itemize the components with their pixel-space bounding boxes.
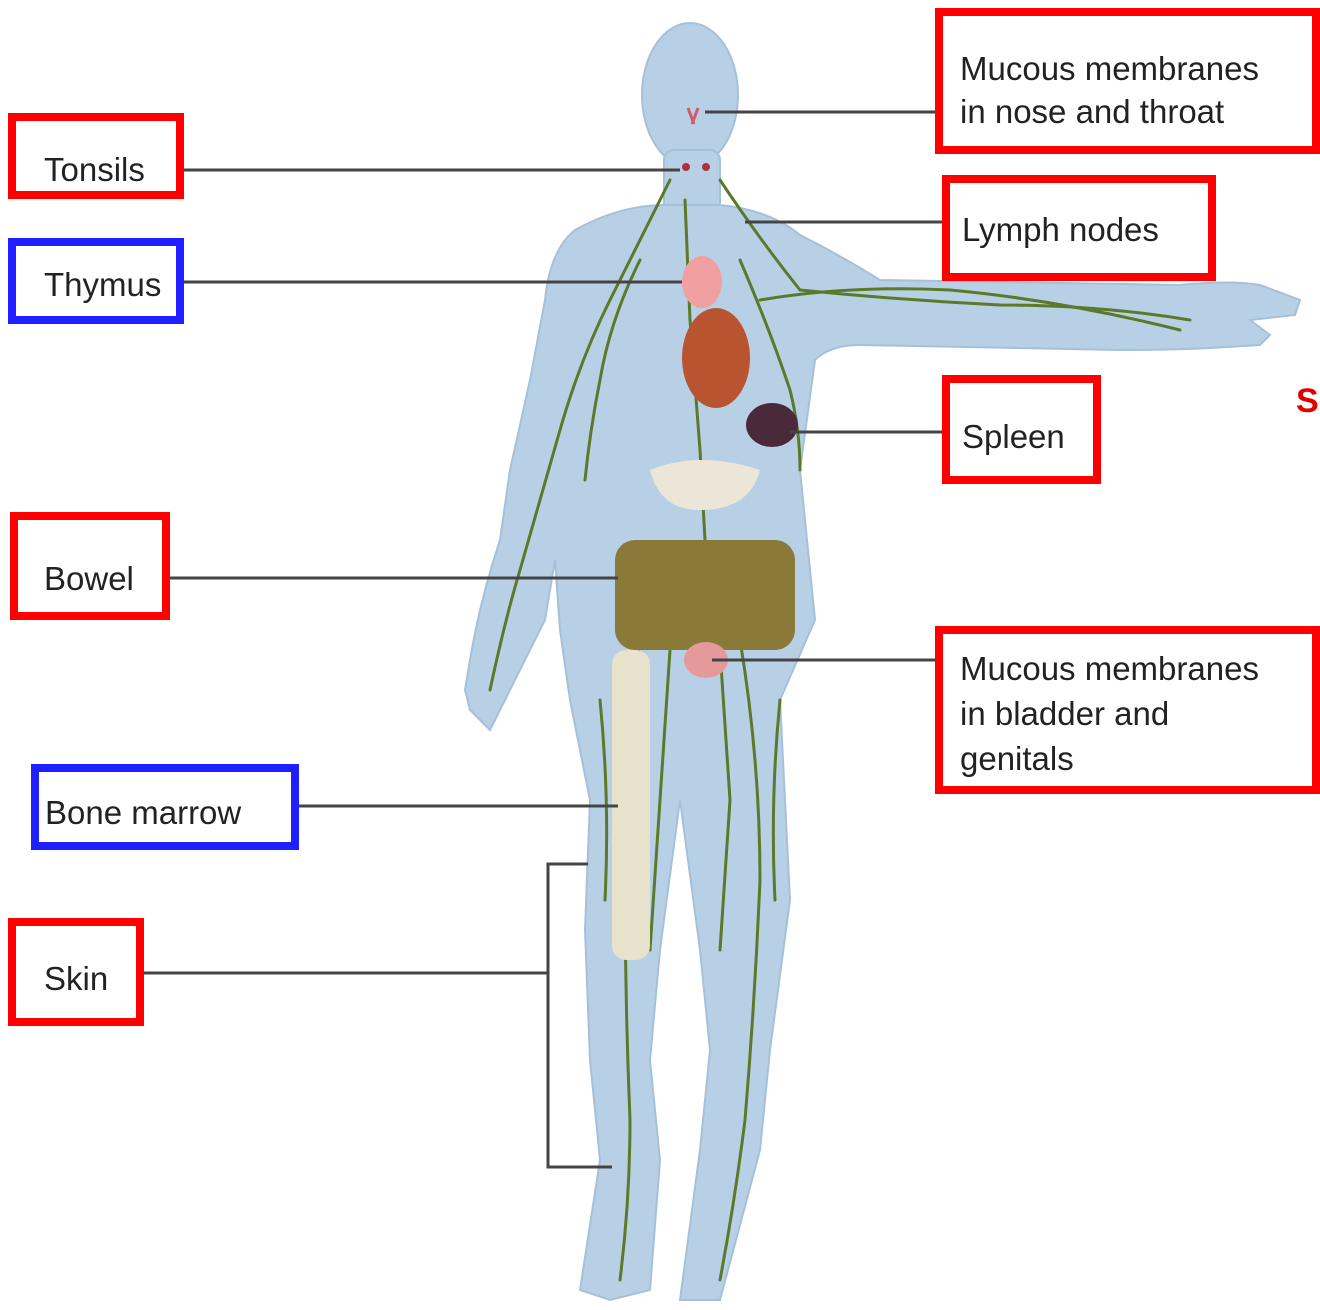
thymus-organ bbox=[682, 256, 722, 308]
label-spleen: Spleen bbox=[962, 414, 1065, 459]
label-skin: Skin bbox=[44, 956, 108, 1001]
label-bladder-line2: in bladder and bbox=[960, 691, 1169, 736]
heart-organ bbox=[682, 308, 750, 408]
label-bowel: Bowel bbox=[44, 556, 134, 601]
label-box-spleen: Spleen bbox=[942, 375, 1101, 484]
label-bone-marrow: Bone marrow bbox=[45, 790, 241, 835]
label-bladder-line3: genitals bbox=[960, 736, 1074, 781]
tonsil-left bbox=[682, 163, 690, 171]
label-nose-throat-line2: in nose and throat bbox=[960, 89, 1224, 134]
bowel-organ bbox=[615, 540, 795, 650]
label-box-bowel: Bowel bbox=[10, 512, 170, 620]
label-lymph-nodes: Lymph nodes bbox=[962, 207, 1159, 252]
label-box-bladder: Mucous membranes in bladder and genitals bbox=[935, 626, 1320, 794]
label-tonsils: Tonsils bbox=[44, 147, 145, 192]
label-box-bone-marrow: Bone marrow bbox=[31, 764, 299, 850]
label-box-lymph-nodes: Lymph nodes bbox=[942, 175, 1216, 281]
label-box-tonsils: Tonsils bbox=[8, 113, 184, 199]
tonsil-right bbox=[702, 163, 710, 171]
label-nose-throat-line1: Mucous membranes bbox=[960, 46, 1259, 91]
spleen-organ bbox=[746, 403, 798, 447]
label-box-nose-throat: Mucous membranes in nose and throat bbox=[935, 8, 1320, 154]
label-box-skin: Skin bbox=[8, 918, 144, 1026]
label-bladder-line1: Mucous membranes bbox=[960, 646, 1259, 691]
label-box-thymus: Thymus bbox=[8, 238, 184, 324]
cropped-edge-letter: S bbox=[1296, 382, 1319, 421]
label-thymus: Thymus bbox=[44, 262, 161, 307]
